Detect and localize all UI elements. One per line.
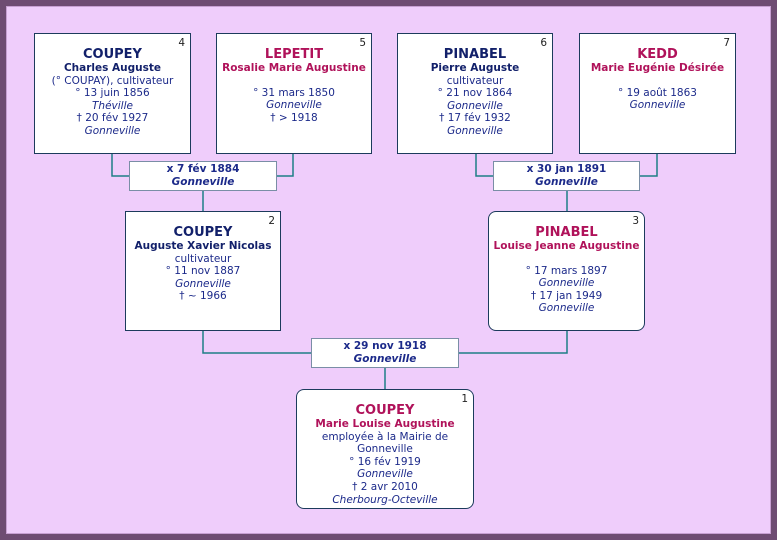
- occupation: (° COUPAY), cultivateur: [51, 74, 174, 87]
- sosa-number: 7: [723, 37, 730, 49]
- given-names: Pierre Auguste: [430, 62, 520, 74]
- birth-date: ° 13 juin 1856: [75, 87, 150, 100]
- marriage-box-6-7[interactable]: x 30 jan 1891 Gonneville: [493, 161, 640, 191]
- connector-p3-marriage: [459, 331, 568, 354]
- surname: COUPEY: [173, 225, 233, 240]
- surname: COUPEY: [83, 47, 142, 62]
- sosa-number: 1: [461, 393, 468, 405]
- death-date: † 20 fév 1927: [76, 112, 149, 125]
- person-card-4[interactable]: 4 COUPEY Charles Auguste (° COUPAY), cul…: [34, 33, 191, 154]
- death-date: † ~ 1966: [179, 290, 227, 303]
- death-place: Cherbourg-Octeville: [332, 493, 438, 506]
- given-names: Rosalie Marie Augustine: [222, 62, 366, 74]
- connector-p4-marriage: [111, 154, 129, 177]
- given-names: Charles Auguste: [63, 62, 162, 74]
- connector-p6-marriage: [475, 154, 493, 177]
- marriage-box-4-5[interactable]: x 7 fév 1884 Gonneville: [129, 161, 277, 191]
- death-date: † 2 avr 2010: [352, 480, 418, 493]
- birth-date: ° 17 mars 1897: [525, 264, 608, 277]
- surname: PINABEL: [443, 47, 507, 62]
- person-card-7[interactable]: 7 KEDD Marie Eugénie Désirée ° 19 août 1…: [579, 33, 736, 154]
- connector-p7-marriage: [640, 154, 658, 177]
- person-card-2[interactable]: 2 COUPEY Auguste Xavier Nicolas cultivat…: [125, 211, 281, 331]
- occupation: cultivateur: [446, 74, 504, 87]
- sosa-number: 5: [359, 37, 366, 49]
- given-names: Auguste Xavier Nicolas: [134, 240, 272, 252]
- person-card-5[interactable]: 5 LEPETIT Rosalie Marie Augustine ° 31 m…: [216, 33, 372, 154]
- person-card-6[interactable]: 6 PINABEL Pierre Auguste cultivateur ° 2…: [397, 33, 553, 154]
- marriage-place: Gonneville: [171, 176, 235, 188]
- marriage-date: x 7 fév 1884: [166, 163, 240, 175]
- death-date: † > 1918: [270, 111, 318, 124]
- connector-p5-marriage: [277, 154, 294, 177]
- given-names: Marie Louise Augustine: [315, 418, 455, 430]
- birth-place: Gonneville: [175, 277, 231, 290]
- birth-date: ° 19 août 1863: [618, 86, 697, 99]
- surname: LEPETIT: [264, 47, 324, 62]
- marriage-place: Gonneville: [353, 353, 417, 365]
- surname: PINABEL: [535, 225, 598, 240]
- birth-place: Gonneville: [447, 99, 503, 112]
- birth-date: ° 21 nov 1864: [437, 87, 513, 100]
- marriage-box-2-3[interactable]: x 29 nov 1918 Gonneville: [311, 338, 459, 368]
- birth-place: Gonneville: [357, 468, 413, 481]
- death-date: † 17 jan 1949: [530, 289, 603, 302]
- death-date: † 17 fév 1932: [439, 112, 511, 125]
- death-place: Gonneville: [538, 302, 595, 315]
- connector-p2-marriage: [202, 331, 311, 354]
- birth-date: ° 31 mars 1850: [253, 86, 335, 99]
- birth-place: Gonneville: [629, 99, 686, 112]
- birth-place: Gonneville: [266, 99, 322, 112]
- sosa-number: 3: [632, 215, 639, 227]
- person-card-3[interactable]: 3 PINABEL Louise Jeanne Augustine ° 17 m…: [488, 211, 645, 331]
- given-names: Marie Eugénie Désirée: [590, 62, 725, 74]
- occupation: employée à la Mairie de Gonneville: [321, 430, 449, 456]
- sosa-number: 4: [178, 37, 185, 49]
- birth-date: ° 16 fév 1919: [349, 455, 421, 468]
- sosa-number: 2: [268, 215, 275, 227]
- given-names: Louise Jeanne Augustine: [493, 240, 640, 252]
- birth-place: Théville: [92, 99, 133, 112]
- marriage-date: x 30 jan 1891: [526, 163, 607, 175]
- surname: COUPEY: [355, 403, 415, 418]
- occupation: cultivateur: [174, 252, 232, 265]
- surname: KEDD: [637, 47, 678, 62]
- death-place: Gonneville: [84, 124, 141, 137]
- birth-place: Gonneville: [538, 277, 595, 290]
- person-card-1[interactable]: 1 COUPEY Marie Louise Augustine employée…: [296, 389, 474, 509]
- sosa-number: 6: [540, 37, 547, 49]
- marriage-date: x 29 nov 1918: [343, 340, 427, 352]
- marriage-place: Gonneville: [535, 176, 598, 188]
- death-place: Gonneville: [447, 124, 503, 137]
- birth-date: ° 11 nov 1887: [165, 265, 241, 278]
